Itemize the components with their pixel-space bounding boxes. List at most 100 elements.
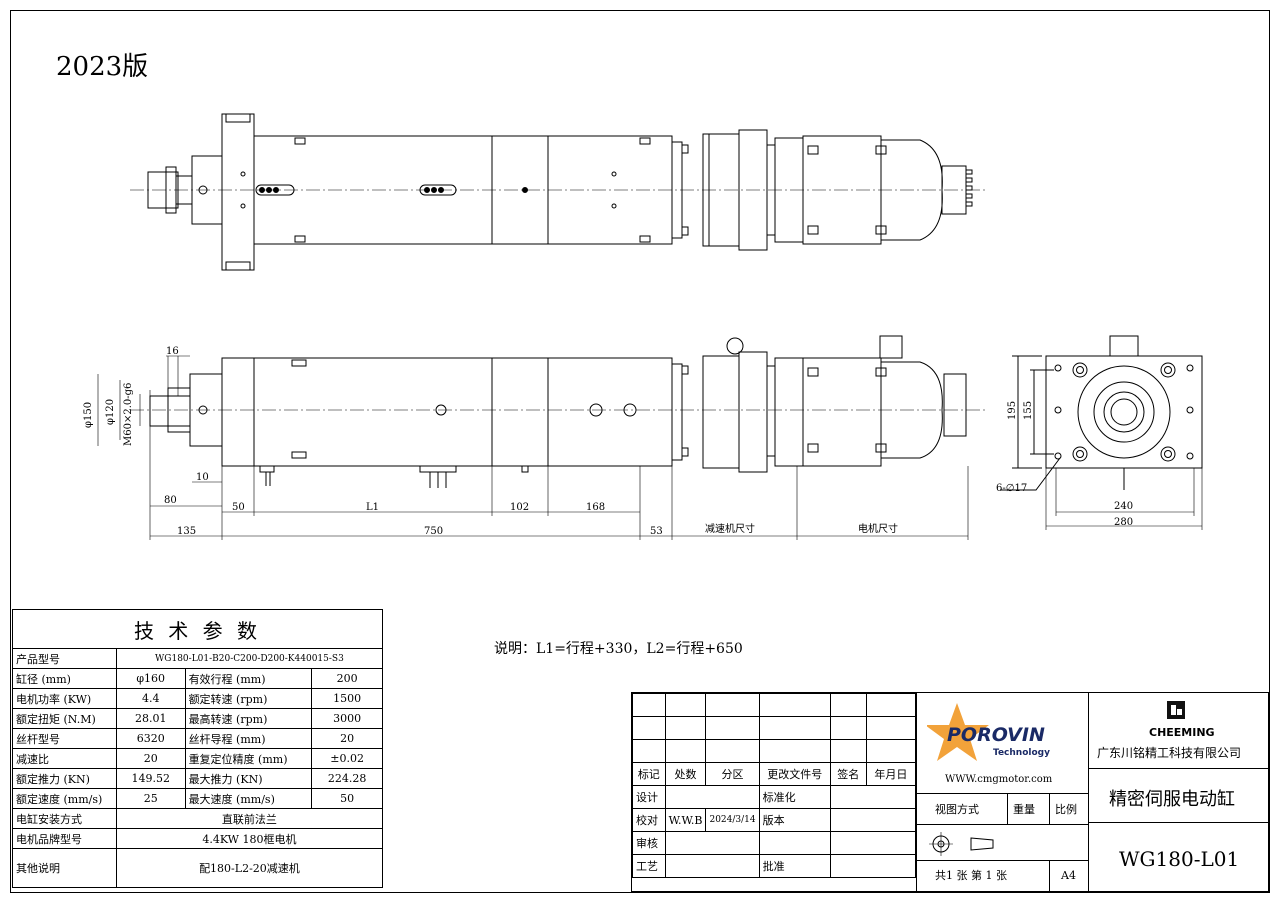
divider (1049, 860, 1050, 892)
view-mode: 视图方式 (935, 803, 979, 816)
spec-value: ±0.02 (311, 748, 383, 769)
approve-label: 批准 (758, 854, 831, 878)
paper-size: A4 (1061, 869, 1076, 882)
company-name: 广东川铭精工科技有限公司 (1097, 746, 1242, 760)
dim-150: φ150 (83, 401, 94, 428)
rev-header: 年月日 (865, 762, 917, 786)
divider (917, 860, 1089, 861)
product-name: 精密伺服电动缸 (1109, 789, 1235, 810)
cheeming-logo-mark (1167, 701, 1185, 719)
spec-value: 4.4 (115, 688, 186, 709)
logo-text: POROVIN (947, 724, 1045, 746)
dim-50: 50 (232, 502, 245, 513)
spec-label: 最大推力 (KN) (184, 768, 313, 789)
spec-label: 减速比 (12, 748, 117, 769)
dim-thread: M60×2.0-g6 (123, 382, 134, 446)
front-view (1000, 335, 1203, 491)
spec-value: 6320 (115, 728, 186, 749)
dim-155: 155 (1023, 400, 1034, 420)
dim-motor-size: 电机尺寸 (858, 524, 898, 535)
technical-drawing (97, 113, 1203, 540)
spec-value: 25 (115, 788, 186, 809)
spec-value: φ160 (115, 668, 186, 689)
other-label: 其他说明 (12, 848, 117, 888)
dim-L1: L1 (366, 502, 380, 513)
rev-header: 处数 (664, 762, 707, 786)
spec-label: 缸径 (mm) (12, 668, 117, 689)
rev-header: 更改文件号 (758, 762, 831, 786)
cheeming-logo: CHEEMING 广东川铭精工科技有限公司 (1088, 693, 1269, 768)
motor-label: 电机品牌型号 (12, 828, 117, 849)
scale-label: 比例 (1055, 803, 1077, 816)
spec-value: 20 (311, 728, 383, 749)
dim-16: 16 (166, 346, 179, 357)
dim-195: 195 (1007, 400, 1018, 420)
spec-value: 28.01 (115, 708, 186, 729)
mount-value: 直联前法兰 (115, 808, 384, 829)
spec-label: 电机功率 (KW) (12, 688, 117, 709)
spec-label: 额定推力 (KN) (12, 768, 117, 789)
spec-label: 额定转速 (rpm) (184, 688, 313, 709)
spec-label: 额定扭矩 (N.M) (12, 708, 117, 729)
divider (1089, 822, 1269, 823)
spec-value: 200 (311, 668, 383, 689)
model-label: 产品型号 (12, 648, 117, 669)
rev-header: 标记 (632, 762, 666, 786)
spec-value: 224.28 (311, 768, 383, 789)
motor-value: 4.4KW 180框电机 (115, 828, 384, 849)
spec-label: 丝杆型号 (12, 728, 117, 749)
spec-label: 重复定位精度 (mm) (184, 748, 313, 769)
spec-label: 额定速度 (mm/s) (12, 788, 117, 809)
dim-135: 135 (177, 526, 197, 537)
spec-value: 3000 (311, 708, 383, 729)
spec-label: 最高转速 (rpm) (184, 708, 313, 729)
sheet-border (10, 10, 1270, 893)
side-view (130, 335, 985, 488)
divider (917, 824, 1089, 825)
mount-label: 电缸安装方式 (12, 808, 117, 829)
spec-label: 有效行程 (mm) (184, 668, 313, 689)
divider (1007, 794, 1008, 824)
dim-120: φ120 (105, 398, 116, 425)
view-block: 视图方式 重量 比例 共1 张 第 1 张 A4 (916, 793, 1089, 892)
spec-label: 丝杆导程 (mm) (184, 728, 313, 749)
divider (1049, 794, 1050, 824)
spec-value: 20 (115, 748, 186, 769)
spec-value: 1500 (311, 688, 383, 709)
spec-title: 技 术 参 数 (12, 609, 383, 649)
dim-240: 240 (1114, 501, 1134, 512)
logo-sub: Technology (993, 748, 1050, 758)
dim-102: 102 (510, 502, 530, 513)
dim-10: 10 (196, 472, 209, 483)
sheet-count: 共1 张 第 1 张 (935, 869, 1007, 882)
model-value: WG180-L01-B20-C200-D200-K440015-S3 (115, 648, 384, 669)
porovin-logo: POROVIN Technology WWW.cmgmotor.com (916, 693, 1089, 793)
rev-header: 分区 (705, 762, 760, 786)
design-label: 设计 (632, 785, 666, 809)
brand-name: CHEEMING (1149, 726, 1215, 739)
spec-value: 50 (311, 788, 383, 809)
website: WWW.cmgmotor.com (945, 774, 1053, 785)
dim-80: 80 (164, 495, 177, 506)
review-label: 审核 (632, 831, 666, 855)
dim-280: 280 (1114, 517, 1134, 528)
process-label: 工艺 (632, 854, 666, 878)
dim-holes: 6-∅17 (996, 483, 1028, 494)
version-label: 2023版 (56, 52, 149, 82)
standard-label: 标准化 (758, 785, 831, 809)
stroke-note: 说明：L1=行程+330，L2=行程+650 (494, 641, 743, 657)
drawing-number: WG180-L01 (1119, 847, 1240, 871)
check-label: 校对 (632, 808, 666, 832)
spec-value: 149.52 (115, 768, 186, 789)
porovin-logo-mark: POROVIN Technology (927, 703, 1050, 761)
